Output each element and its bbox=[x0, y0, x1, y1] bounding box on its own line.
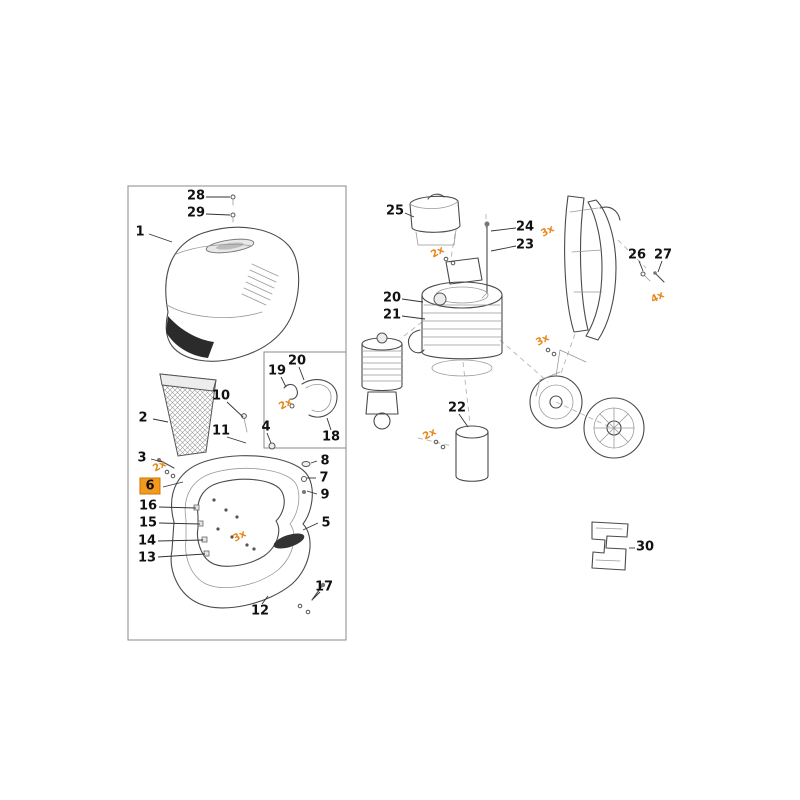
wheels-drawing bbox=[529, 371, 645, 459]
top-cover-drawing bbox=[165, 226, 300, 362]
canister-drawing bbox=[433, 425, 489, 482]
starter-pump-drawing bbox=[361, 332, 403, 430]
top-screws-drawing bbox=[230, 194, 236, 223]
mesh-grille-drawing bbox=[157, 373, 217, 479]
leader-lines bbox=[148, 196, 663, 605]
frame-drawing bbox=[545, 195, 665, 377]
lower-body-drawing bbox=[170, 413, 326, 615]
motor-drawing bbox=[407, 281, 503, 377]
bracket-drawing bbox=[591, 521, 629, 571]
inset-hose-drawing bbox=[283, 379, 338, 418]
air-filter-drawing bbox=[409, 193, 461, 266]
carburetor-rod-drawing bbox=[445, 221, 490, 299]
diagram-frame-boxes bbox=[127, 185, 347, 641]
